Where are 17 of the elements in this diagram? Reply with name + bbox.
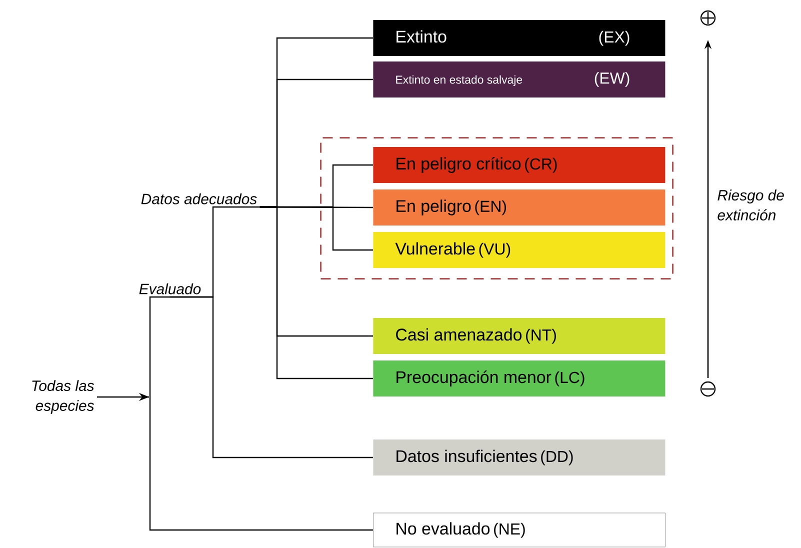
category-box: No evaluado (NE)	[373, 512, 666, 548]
connector-line	[170, 296, 373, 458]
category-box: Extinto (EX)	[373, 20, 666, 56]
category-box: Preocupación menor (LC)	[373, 360, 666, 396]
connector-line	[149, 296, 373, 531]
category-box: Extinto en estado salvaje (EW)	[373, 62, 666, 98]
category-box: Vulnerable (VU)	[373, 232, 666, 268]
branch-label: Datos adecuados	[141, 193, 257, 204]
category-box: Casi amenazado (NT)	[373, 318, 666, 354]
category-box: En peligro crítico (CR)	[373, 147, 666, 183]
dashed-group-box	[320, 137, 674, 280]
category-box: Datos insuficientes (DD)	[373, 440, 666, 476]
todas-text: Todas las especies	[32, 380, 94, 414]
category-box: En peligro (EN)	[373, 190, 666, 226]
branch-label: Evaluado	[139, 283, 201, 294]
connector-line	[260, 206, 373, 380]
axis-label: Riesgo de extinción	[718, 190, 784, 220]
